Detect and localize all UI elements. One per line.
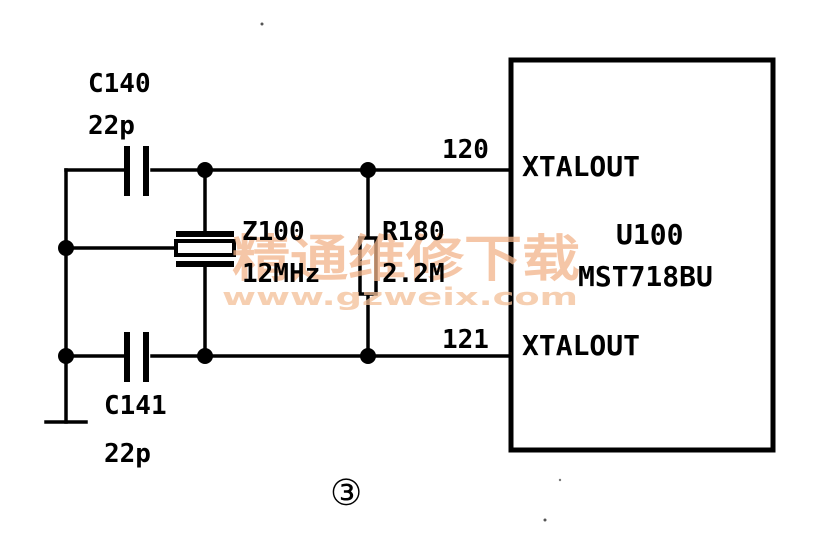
watermark-cn: 精通维修下载 <box>232 230 580 288</box>
junction-dot <box>58 240 74 256</box>
scan-speck <box>543 518 547 522</box>
junction-dot <box>360 348 376 364</box>
scan-speck <box>260 22 264 26</box>
z100-value-label: 12MHz <box>242 259 320 289</box>
z100-ref-label: Z100 <box>242 217 305 247</box>
pin-120-name: XTALOUT <box>522 150 640 183</box>
junction-dot <box>58 348 74 364</box>
pin-121-name: XTALOUT <box>522 329 640 362</box>
junction-dot <box>360 162 376 178</box>
ic-u100-body <box>508 57 776 453</box>
figure-number-label: ③ <box>330 473 362 514</box>
pin-120-number: 120 <box>442 135 489 165</box>
junction-dot <box>197 162 213 178</box>
crystal-body <box>174 239 236 257</box>
r180-value-label: 2.2M <box>382 259 445 289</box>
junction-dot <box>197 348 213 364</box>
u100-part-label: MST718BU <box>578 260 713 293</box>
c140-ref-label: C140 <box>88 69 151 99</box>
c141-ref-label: C141 <box>104 391 167 421</box>
r180-ref-label: R180 <box>382 217 445 247</box>
u100-ref-label: U100 <box>616 218 683 251</box>
pin-121-number: 121 <box>442 325 489 355</box>
scan-speck <box>558 478 562 482</box>
c141-value-label: 22p <box>104 439 151 469</box>
watermark-url: www.gzweix.com <box>222 283 578 311</box>
c140-value-label: 22p <box>88 111 135 141</box>
